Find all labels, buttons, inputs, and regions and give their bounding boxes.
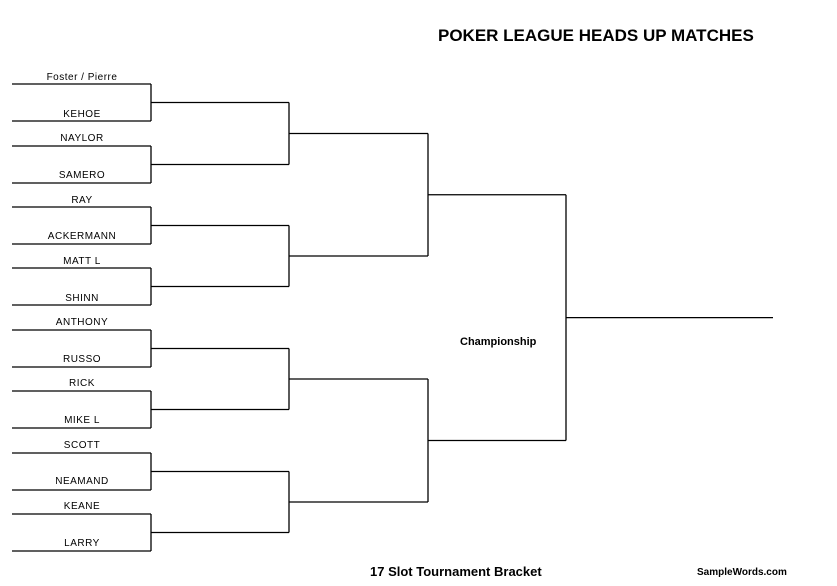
player-slot-4: SAMERO [58,170,106,181]
footer-label: 17 Slot Tournament Bracket [370,564,542,579]
player-slot-6: ACKERMANN [47,231,117,242]
player-slot-8: SHINN [65,293,99,304]
page-title: POKER LEAGUE HEADS UP MATCHES [438,26,754,45]
player-slot-12: MIKE L [64,415,100,426]
player-slot-5: RAY [71,195,93,206]
player-slot-1: Foster / Pierre [46,72,118,83]
player-slot-11: RICK [69,378,95,389]
player-slot-13: SCOTT [63,440,101,451]
brand-label: SampleWords.com [697,567,787,578]
player-slot-3: NAYLOR [60,133,104,144]
player-slot-15: KEANE [63,501,101,512]
player-slot-16: LARRY [64,538,100,549]
player-slot-10: RUSSO [62,354,102,365]
player-slot-14: NEAMAND [55,476,109,487]
player-slot-7: MATT L [63,256,101,267]
championship-label: Championship [460,336,537,348]
player-slot-9: ANTHONY [55,317,109,328]
player-slot-2: KEHOE [63,109,101,120]
